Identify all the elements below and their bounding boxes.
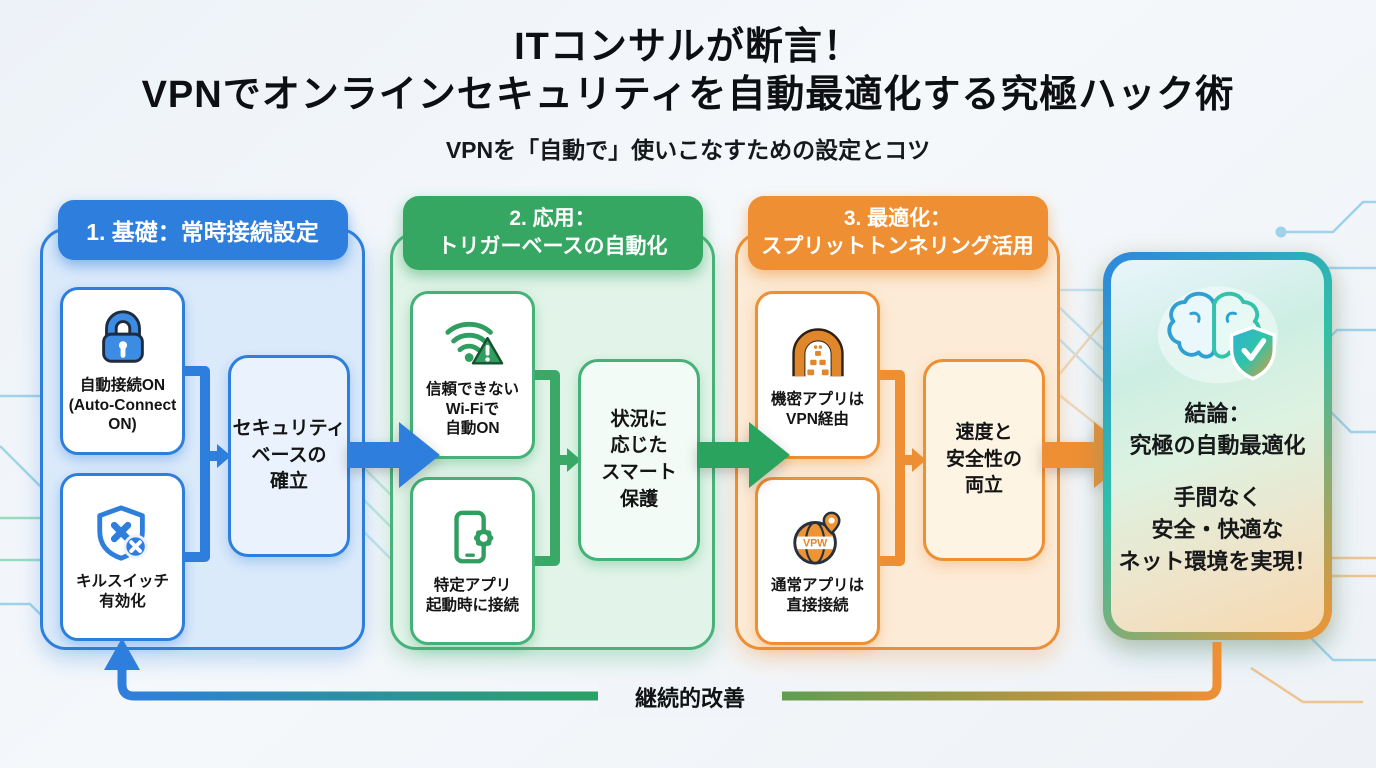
loop-label: 継続的改善 bbox=[598, 679, 782, 715]
card-normal-apps-direct: VPW 通常アプリは 直接接続 bbox=[755, 477, 880, 645]
card-label: 機密アプリは VPN経由 bbox=[770, 391, 864, 428]
card-label: 特定アプリ 起動時に接続 bbox=[425, 577, 519, 614]
outcome-label: セキュリティ ベースの 確立 bbox=[232, 418, 346, 493]
kill-switch-shield-icon bbox=[96, 505, 148, 561]
section-trigger-header: 2. 応用： トリガーベースの自動化 bbox=[402, 196, 703, 270]
connector-bracket bbox=[535, 370, 581, 566]
outcome-security-base: セキュリティ ベースの 確立 bbox=[228, 355, 350, 557]
page-title-line2: VPNでオンラインセキュリティを自動最適化する究極ハック術 bbox=[141, 73, 1235, 116]
card-sensitive-apps-vpn: 機密アプリは VPN経由 bbox=[755, 291, 880, 459]
lock-icon bbox=[101, 310, 144, 364]
section-trigger-panel: 2. 応用： トリガーベースの自動化 信頼できない Wi-Fiで 自動ON bbox=[390, 196, 715, 650]
vpn-tunnel-icon bbox=[791, 328, 844, 377]
card-kill-switch: キルスイッチ 有効化 bbox=[60, 473, 185, 641]
connector-bracket bbox=[880, 370, 926, 566]
arrow-step1-to-step2 bbox=[347, 422, 440, 488]
globe-direct-icon: VPW bbox=[792, 511, 841, 565]
result-box: 結論： 究極の自動最適化 手間なく 安全・快適な ネット環境を実現！ bbox=[1103, 252, 1332, 640]
wifi-warning-icon bbox=[444, 322, 503, 365]
card-untrusted-wifi: 信頼できない Wi-Fiで 自動ON bbox=[410, 291, 535, 459]
card-app-trigger: 特定アプリ 起動時に接続 bbox=[410, 477, 535, 645]
card-label: 信頼できない Wi-Fiで 自動ON bbox=[425, 381, 519, 438]
svg-text:VPW: VPW bbox=[802, 538, 827, 550]
circuit-decoration-gap3 bbox=[1058, 288, 1106, 433]
connector-bracket bbox=[185, 366, 231, 562]
section-basic-header: 1. 基礎：常時接続設定 bbox=[57, 200, 348, 260]
outcome-label: 状況に 応じた スマート 保護 bbox=[601, 408, 677, 510]
card-label: 通常アプリは 直接接続 bbox=[770, 577, 864, 614]
outcome-speed-safety: 速度と 安全性の 両立 bbox=[923, 359, 1045, 561]
card-auto-connect: 自動接続ON (Auto-Connect ON) bbox=[60, 287, 185, 455]
page-subtitle: VPNを「自動で」使いこなすための設定とコツ bbox=[445, 137, 931, 163]
section-split-tunnel-panel: 3. 最適化： スプリットトンネリング活用 機密アプリは VPN経由 bbox=[735, 196, 1060, 650]
section-split-tunnel-header: 3. 最適化： スプリットトンネリング活用 bbox=[747, 196, 1048, 270]
arrow-step2-to-step3 bbox=[697, 422, 790, 488]
outcome-smart-protection: 状況に 応じた スマート 保護 bbox=[578, 359, 700, 561]
result-heading: 結論： 究極の自動最適化 bbox=[1129, 401, 1306, 458]
result-box-inner: 結論： 究極の自動最適化 手間なく 安全・快適な ネット環境を実現！ bbox=[1111, 260, 1324, 632]
outcome-label: 速度と 安全性の 両立 bbox=[945, 422, 1022, 497]
title-block: ITコンサルが断言！ VPNでオンラインセキュリティを自動最適化する究極ハック術… bbox=[0, 24, 1376, 165]
section-basic-panel: 1. 基礎：常時接続設定 自動接続ON (Auto-Connect ON) キル… bbox=[40, 200, 365, 650]
page-title-line1: ITコンサルが断言！ bbox=[514, 26, 862, 68]
result-body: 手間なく 安全・快適な ネット環境を実現！ bbox=[1118, 484, 1317, 574]
brain-shield-icon bbox=[1157, 286, 1278, 384]
card-label: 自動接続ON (Auto-Connect ON) bbox=[68, 377, 177, 434]
app-trigger-phone-icon bbox=[453, 510, 493, 564]
card-label: キルスイッチ 有効化 bbox=[75, 573, 169, 610]
